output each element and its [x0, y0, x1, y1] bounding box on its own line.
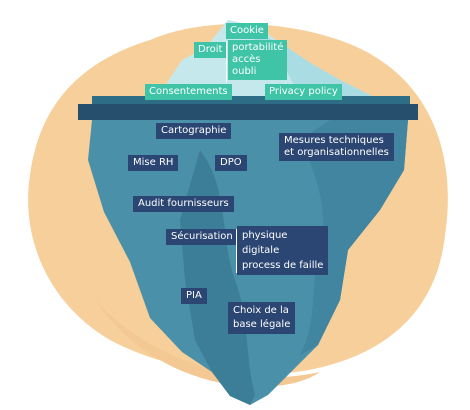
label-mesures: Mesures techniques et organisationnelles: [279, 133, 394, 161]
label-consentements: Consentements: [145, 84, 232, 100]
label-privacy-policy: Privacy policy: [265, 84, 342, 100]
water-band: [78, 104, 418, 120]
securisation-bracket: [236, 229, 237, 273]
mesures-line-2: et organisationnelles: [284, 147, 389, 158]
droit-item-acces: accès: [232, 54, 261, 65]
label-securisation-items: physique digitale process de faille: [237, 226, 329, 275]
droit-item-oubli: oubli: [232, 66, 257, 77]
iceberg-body-shadow: [180, 150, 255, 405]
water-surface: [92, 96, 410, 106]
label-droit-items: portabilité accès oubli: [228, 40, 288, 80]
securisation-item-process: process de faille: [242, 260, 324, 271]
mesures-line-1: Mesures techniques: [284, 135, 384, 146]
label-cookie: Cookie: [226, 23, 268, 39]
choix-line-2: base légale: [233, 319, 291, 330]
label-audit: Audit fournisseurs: [133, 196, 234, 212]
label-choix: Choix de la base légale: [228, 302, 296, 334]
securisation-item-physique: physique: [242, 230, 288, 241]
label-droit: Droit: [194, 42, 227, 58]
iceberg-body-streak: [300, 120, 408, 355]
sand-blob-bottom: [95, 300, 320, 387]
label-securisation: Sécurisation: [166, 229, 238, 245]
label-cartographie: Cartographie: [156, 123, 232, 139]
label-mise-rh: Mise RH: [128, 155, 179, 171]
label-pia: PIA: [181, 288, 207, 304]
droit-bracket: [226, 42, 227, 82]
choix-line-1: Choix de la: [233, 305, 289, 316]
securisation-item-digitale: digitale: [242, 245, 280, 256]
label-dpo: DPO: [215, 155, 247, 171]
droit-item-portabilite: portabilité: [232, 42, 284, 53]
